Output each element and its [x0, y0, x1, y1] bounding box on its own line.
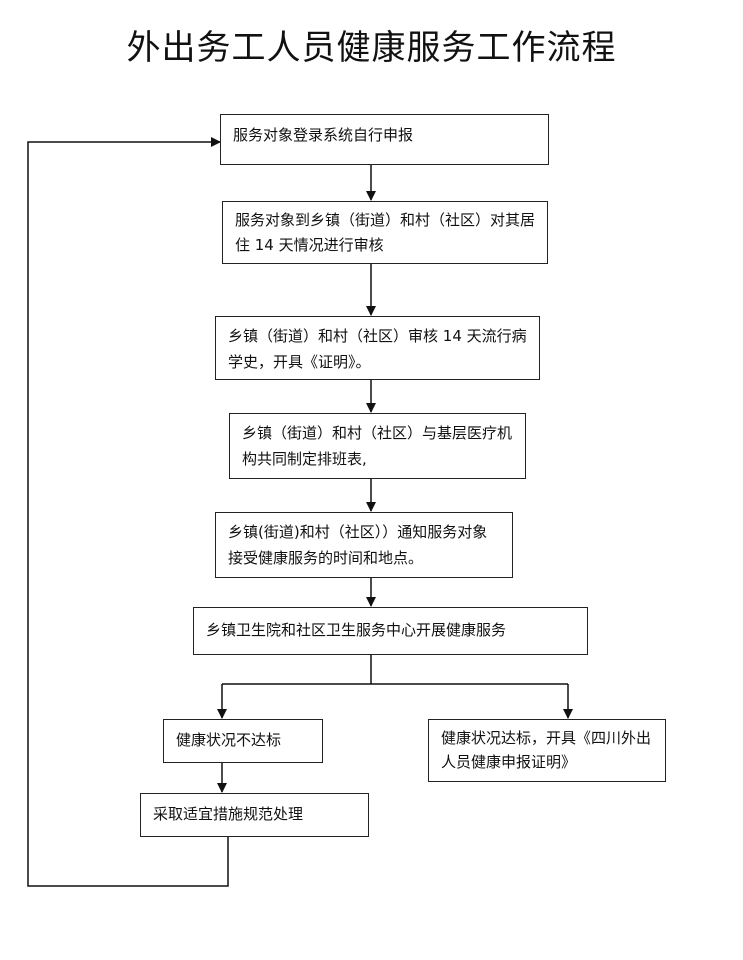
page-title: 外出务工人员健康服务工作流程 — [126, 28, 617, 68]
step-not-qualified: 健康状况不达标 — [163, 719, 323, 763]
step-not-qualified-text: 健康状况不达标 — [176, 731, 282, 749]
step-health-service-text: 乡镇卫生院和社区卫生服务中心开展健康服务 — [206, 621, 507, 639]
step-self-report-text: 服务对象登录系统自行申报 — [233, 126, 414, 144]
step-self-report: 服务对象登录系统自行申报 — [220, 114, 549, 165]
step-residence-review-text: 服务对象到乡镇（街道）和村（社区）对其居住 14 天情况进行审核 — [235, 211, 536, 254]
step-qualified-text: 健康状况达标，开具《四川外出人员健康申报证明》 — [441, 729, 652, 771]
step-notify: 乡镇(街道)和村（社区））通知服务对象接受健康服务的时间和地点。 — [215, 512, 513, 578]
step-epidemiology-review-text: 乡镇（街道）和村（社区）审核 14 天流行病学史，开具《证明》。 — [228, 327, 527, 371]
step-health-service: 乡镇卫生院和社区卫生服务中心开展健康服务 — [193, 607, 588, 655]
step-handle-text: 采取适宜措施规范处理 — [153, 805, 304, 823]
step-epidemiology-review: 乡镇（街道）和村（社区）审核 14 天流行病学史，开具《证明》。 — [215, 316, 540, 380]
step-qualified: 健康状况达标，开具《四川外出人员健康申报证明》 — [428, 719, 666, 782]
step-schedule-text: 乡镇（街道）和村（社区）与基层医疗机构共同制定排班表, — [242, 424, 513, 468]
loop-back-line — [27, 137, 229, 887]
step-schedule: 乡镇（街道）和村（社区）与基层医疗机构共同制定排班表, — [229, 413, 526, 479]
step-handle: 采取适宜措施规范处理 — [140, 793, 369, 837]
step-notify-text: 乡镇(街道)和村（社区））通知服务对象接受健康服务的时间和地点。 — [228, 523, 488, 567]
step-residence-review: 服务对象到乡镇（街道）和村（社区）对其居住 14 天情况进行审核 — [222, 201, 548, 264]
